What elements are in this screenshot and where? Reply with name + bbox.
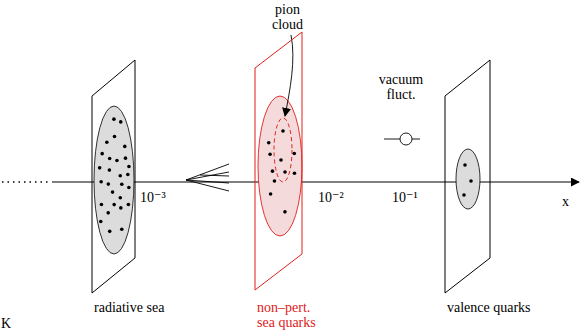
quark-dot bbox=[269, 192, 273, 196]
quark-dot bbox=[112, 203, 116, 207]
quark-dot bbox=[118, 196, 122, 200]
quark-dots bbox=[98, 117, 473, 233]
leader-arrow bbox=[285, 35, 293, 116]
valence-ellipse bbox=[456, 149, 480, 209]
annotation: K bbox=[1, 316, 21, 331]
quark-dot bbox=[120, 227, 124, 231]
quark-dot bbox=[127, 203, 131, 207]
quark-dot bbox=[124, 156, 128, 160]
plane-outline bbox=[255, 32, 303, 292]
quark-dot bbox=[108, 230, 112, 234]
plane-shape bbox=[92, 60, 135, 293]
axis-label: 10⁻¹ bbox=[392, 190, 442, 205]
quark-dot bbox=[283, 210, 287, 214]
quark-dot bbox=[113, 135, 117, 139]
quark-dot bbox=[463, 163, 467, 167]
plane-caption: radiative sea bbox=[94, 300, 169, 315]
sea-ellipse bbox=[94, 106, 134, 254]
plane-shape bbox=[445, 60, 490, 293]
quark-dot bbox=[115, 159, 119, 163]
axis-dots bbox=[2, 181, 50, 183]
quark-dot bbox=[119, 120, 123, 124]
quark-dot bbox=[98, 166, 102, 170]
quark-dot bbox=[273, 179, 277, 183]
quark-dot bbox=[112, 117, 116, 121]
annotation: pion cloud bbox=[265, 2, 310, 33]
quark-dot bbox=[281, 129, 285, 133]
quark-dot bbox=[111, 190, 115, 194]
quark-dot bbox=[119, 206, 123, 210]
axis-label: 10⁻² bbox=[318, 190, 368, 205]
plane-node: radiative sea bbox=[92, 60, 136, 294]
axis-label: 10⁻³ bbox=[140, 190, 190, 205]
quark-dot bbox=[108, 168, 112, 172]
pion-ellipse bbox=[274, 118, 292, 182]
plane-outline bbox=[445, 60, 491, 294]
loop-symbol bbox=[384, 133, 420, 145]
quark-dot bbox=[127, 165, 131, 169]
plane-node: non–pert. sea quarks bbox=[255, 32, 303, 292]
quark-dot bbox=[268, 152, 272, 156]
quark-dot bbox=[108, 157, 112, 161]
quark-dot bbox=[283, 170, 287, 174]
quark-dot bbox=[118, 174, 122, 178]
quark-dot bbox=[106, 211, 110, 215]
quark-dot bbox=[105, 141, 109, 145]
quark-dot bbox=[123, 145, 127, 149]
quark-dot bbox=[271, 169, 275, 173]
quark-dot bbox=[293, 171, 297, 175]
quark-dot bbox=[126, 173, 130, 177]
plane-shape bbox=[255, 32, 302, 290]
quark-dot bbox=[292, 152, 296, 156]
plane-caption: valence quarks bbox=[447, 300, 567, 315]
plane-node: valence quarks bbox=[445, 60, 491, 294]
quark-dot bbox=[279, 158, 283, 162]
quark-dot bbox=[100, 152, 104, 156]
plane-caption: non–pert. sea quarks bbox=[257, 300, 327, 331]
sea-ellipse bbox=[258, 96, 302, 236]
quark-dot bbox=[99, 180, 103, 184]
quark-dot bbox=[462, 193, 466, 197]
quark-dot bbox=[100, 203, 104, 207]
quark-dot bbox=[120, 182, 124, 186]
quark-dot bbox=[267, 141, 271, 145]
quark-dot bbox=[469, 179, 473, 183]
axis-label: x bbox=[562, 194, 582, 209]
annotation: vacuum fluct. bbox=[372, 72, 430, 103]
quark-dot bbox=[99, 220, 103, 224]
plane-outline bbox=[92, 60, 136, 294]
splitting-symbol bbox=[186, 164, 229, 191]
quark-dot bbox=[107, 182, 111, 186]
quark-dot bbox=[127, 186, 131, 190]
